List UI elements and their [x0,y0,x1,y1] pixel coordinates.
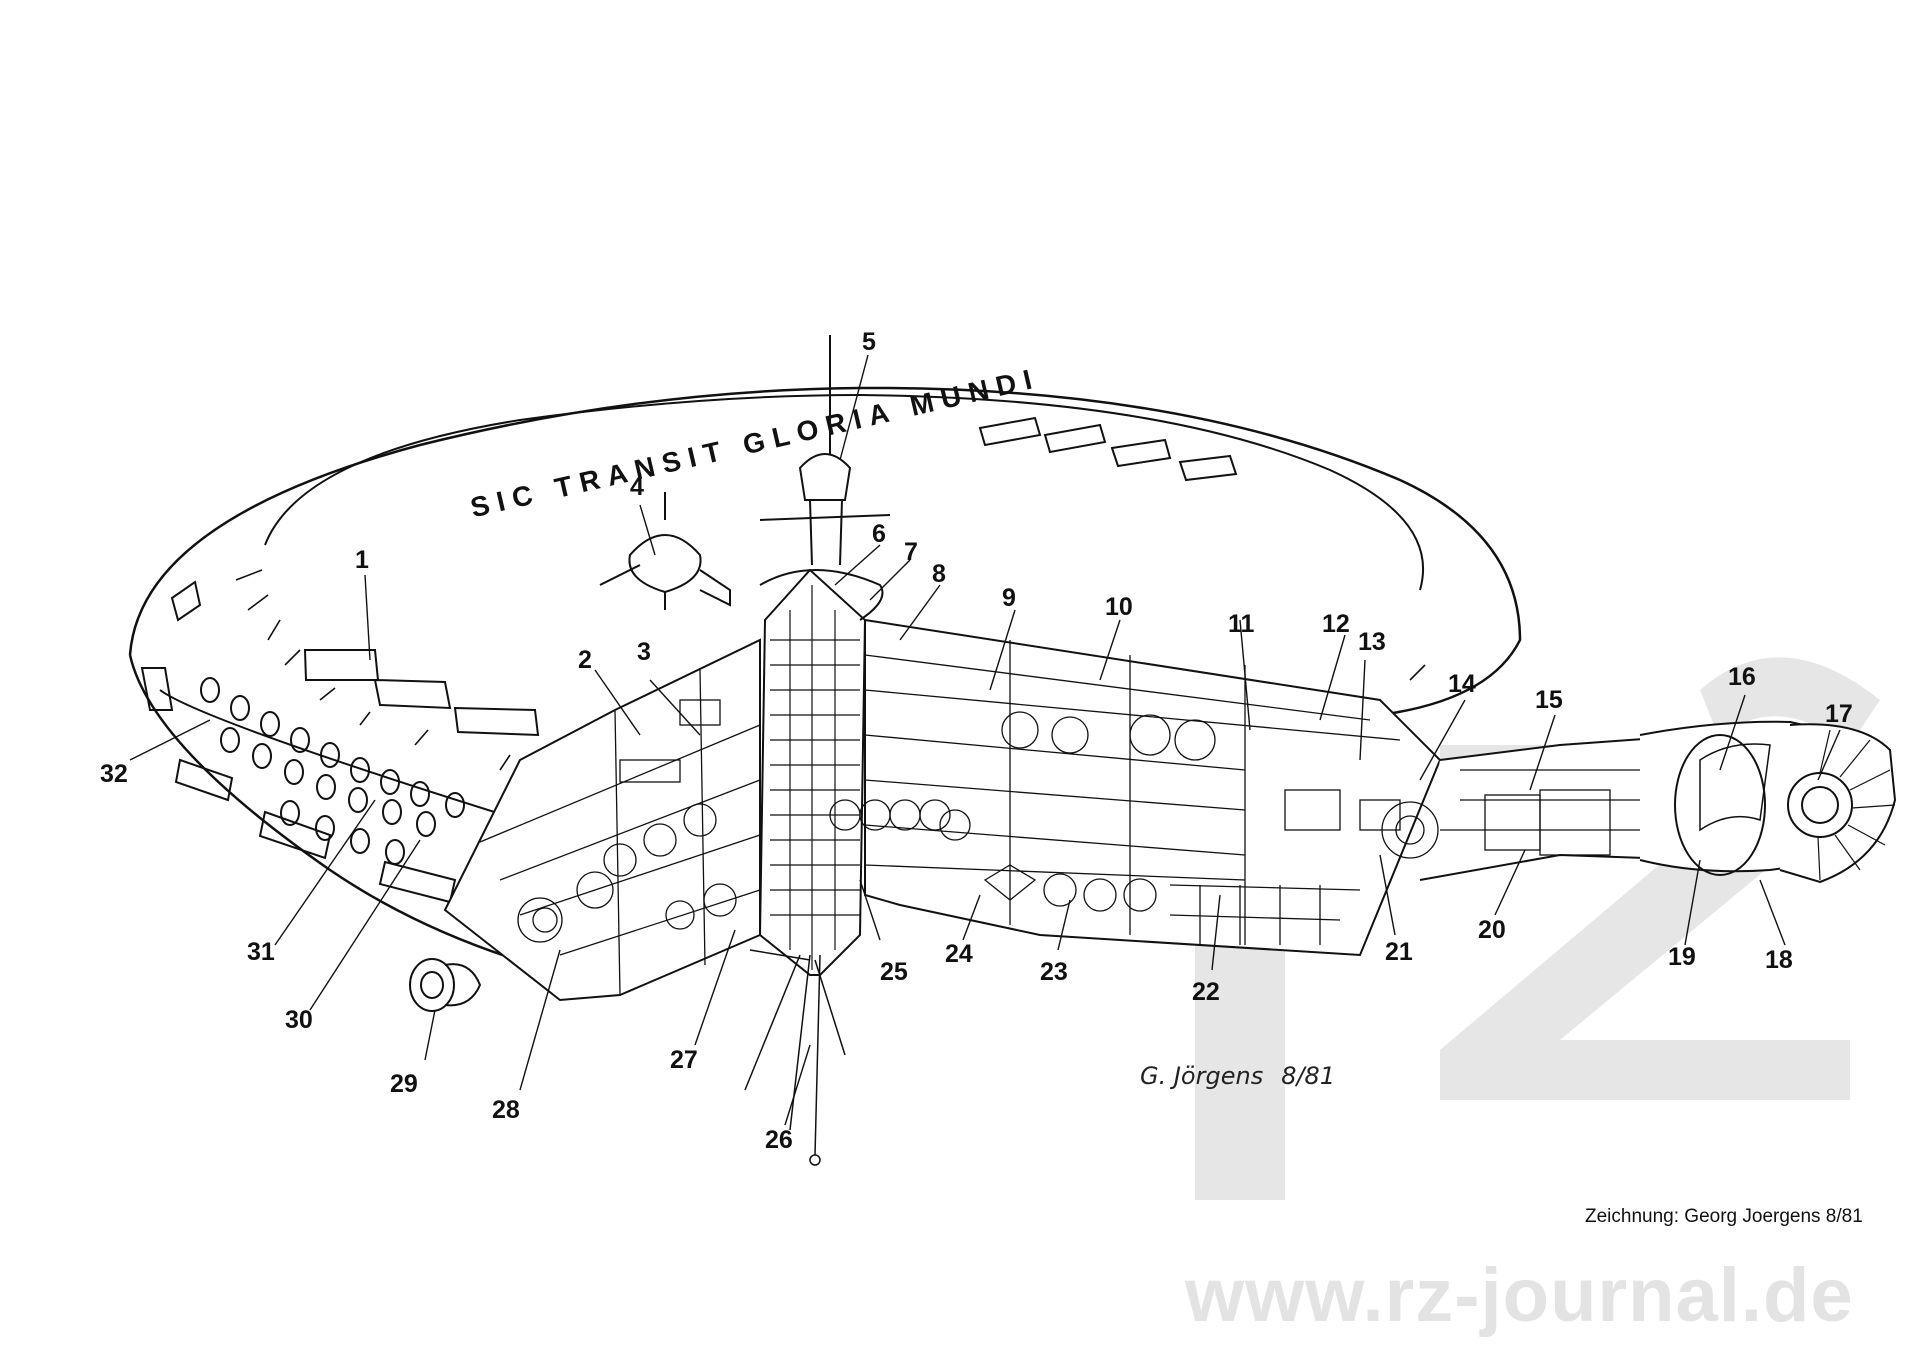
callout-21: 21 [1385,938,1413,966]
callout-31: 31 [247,938,275,966]
callout-7: 7 [904,538,918,566]
signature-name: G. Jörgens [1140,1062,1264,1090]
callout-3: 3 [637,638,651,666]
callout-25: 25 [880,958,908,986]
callout-26: 26 [765,1126,793,1154]
right-cutaway-decks [829,640,1401,945]
stern-nozzle [409,958,482,1012]
nose-rays [1817,729,1896,881]
left-cutaway-decks [479,669,761,996]
callout-30: 30 [285,1006,313,1034]
signature-date: 8/81 [1281,1062,1336,1090]
callout-14: 14 [1448,670,1476,698]
callout-27: 27 [670,1046,698,1074]
rim-panels [140,580,457,904]
saucer-hull [128,386,1522,717]
callout-1: 1 [355,546,369,574]
callout-18: 18 [1765,946,1793,974]
callout-15: 15 [1535,686,1563,714]
artist-signature: G. Jörgens 8/81 [1140,1062,1335,1090]
callout-24: 24 [945,940,973,968]
callout-numbers: 1 2 3 4 5 6 7 8 9 10 11 12 13 14 15 16 1… [100,328,1853,1154]
callout-12: 12 [1322,610,1350,638]
hull-windows [200,677,465,865]
callout-8: 8 [932,560,946,588]
top-deck-panels [303,416,1238,737]
callout-23: 23 [1040,958,1068,986]
callout-16: 16 [1728,663,1756,691]
callout-22: 22 [1192,978,1220,1006]
website-watermark: www.rz-journal.de [1185,1253,1854,1338]
landing-cable [744,949,846,1166]
nacelle-ring [1674,734,1766,876]
callout-19: 19 [1668,943,1696,971]
drawing-credit: Zeichnung: Georg Joergens 8/81 [1585,1206,1863,1227]
callout-13: 13 [1358,628,1386,656]
hull-inscription: SIC TRANSIT GLORIA MUNDI [468,362,1043,523]
tower-grid [770,585,860,970]
callout-5: 5 [862,328,876,356]
observation-dome [599,492,731,610]
callout-20: 20 [1478,916,1506,944]
dish-shield [1699,743,1771,832]
rim-antennas [235,569,1426,771]
callout-29: 29 [390,1070,418,1098]
callout-17: 17 [1825,700,1853,728]
callout-10: 10 [1105,593,1133,621]
saucer-top-deck [264,393,1425,591]
callout-6: 6 [872,520,886,548]
callout-4: 4 [630,473,644,501]
mast [759,335,891,566]
callout-leader-lines [129,354,1841,1126]
callout-2: 2 [578,646,592,674]
callout-9: 9 [1002,584,1016,612]
callout-11: 11 [1228,610,1255,638]
callout-32: 32 [100,760,128,788]
left-cutaway-section [443,638,761,1002]
callout-28: 28 [492,1096,520,1124]
